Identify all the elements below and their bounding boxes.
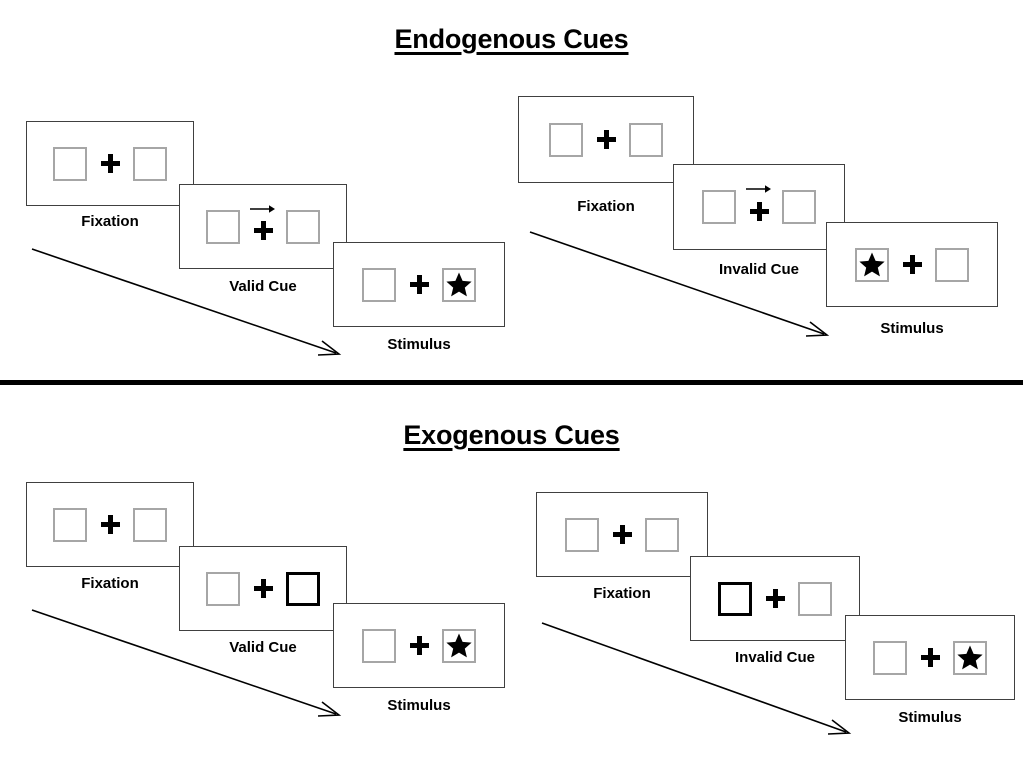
- fixation-cross-slot: [599, 512, 645, 558]
- section-exogenous: Exogenous Cues Fixation: [0, 387, 1023, 767]
- right-arrow-cue-icon: [746, 185, 771, 193]
- stimulus-box-right-cued: [286, 571, 320, 606]
- star-icon: [446, 272, 472, 297]
- panel-label-cue: Invalid Cue: [718, 261, 800, 278]
- plus-icon: [409, 275, 429, 294]
- flow-arrow-icon: [529, 231, 830, 337]
- plus-icon: [765, 589, 785, 608]
- plus-icon: [100, 515, 120, 534]
- panel-stimulus: [826, 222, 998, 307]
- stimulus-box-left: [53, 146, 87, 181]
- plus-icon: [920, 648, 940, 667]
- stimulus-box-left: [565, 517, 599, 552]
- stimulus-box-right: [133, 507, 167, 542]
- panel-fixation: [536, 492, 708, 577]
- panel-cue: [179, 184, 347, 269]
- stimulus-box-left: [206, 209, 240, 244]
- plus-icon: [253, 221, 273, 240]
- stimulus-box-right: [645, 517, 679, 552]
- right-arrow-cue-icon: [250, 204, 275, 213]
- stimulus-box-right: [629, 122, 663, 157]
- section-divider: [0, 380, 1023, 385]
- panel-label-stimulus: Stimulus: [387, 697, 451, 714]
- panel-label-fixation: Fixation: [577, 198, 635, 215]
- plus-icon: [100, 154, 120, 173]
- panel-cue: [690, 556, 860, 641]
- plus-icon: [612, 525, 632, 544]
- stimulus-box-right: [953, 640, 987, 675]
- panel-stimulus: [333, 603, 505, 688]
- star-icon: [957, 645, 983, 670]
- fixation-cross-slot: [736, 184, 782, 230]
- panel-stimulus: [333, 242, 505, 327]
- panel-label-cue: Valid Cue: [229, 278, 297, 295]
- stimulus-box-right: [442, 628, 476, 663]
- fixation-cross-slot: [240, 566, 286, 612]
- stimulus-box-left: [362, 267, 396, 302]
- flow-arrow-icon: [31, 248, 342, 356]
- fixation-cross-slot: [889, 242, 935, 288]
- panel-label-cue: Valid Cue: [229, 639, 297, 656]
- star-icon: [859, 252, 885, 277]
- plus-icon: [596, 130, 616, 149]
- stimulus-box-left: [873, 640, 907, 675]
- stimulus-box-left: [549, 122, 583, 157]
- panel-label-stimulus: Stimulus: [880, 320, 944, 337]
- stimulus-box-left: [362, 628, 396, 663]
- plus-icon: [749, 201, 769, 221]
- plus-icon: [253, 579, 273, 598]
- stimulus-box-right: [286, 209, 320, 244]
- plus-icon: [902, 255, 922, 274]
- panel-label-stimulus: Stimulus: [387, 336, 451, 353]
- fixation-cross-slot: [240, 204, 286, 250]
- panel-fixation: [26, 482, 194, 567]
- panel-label-fixation: Fixation: [593, 585, 651, 602]
- section-title-endogenous: Endogenous Cues: [394, 24, 629, 54]
- section-endogenous: Endogenous Cues Fixation: [0, 0, 1023, 382]
- stimulus-box-right: [133, 146, 167, 181]
- stimulus-box-left: [855, 247, 889, 282]
- stimulus-box-left: [702, 190, 736, 224]
- fixation-cross-slot: [396, 623, 442, 669]
- panel-label-cue: Invalid Cue: [734, 649, 816, 666]
- flow-arrow-icon: [541, 622, 852, 735]
- fixation-cross-slot: [87, 502, 133, 548]
- stimulus-box-right: [798, 581, 832, 616]
- fixation-cross-slot: [907, 635, 953, 681]
- panel-fixation: [518, 96, 694, 183]
- star-icon: [446, 633, 472, 658]
- panel-fixation: [26, 121, 194, 206]
- stimulus-box-left-cued: [718, 581, 752, 616]
- panel-label-stimulus: Stimulus: [898, 709, 962, 726]
- stimulus-box-right: [782, 190, 816, 224]
- fixation-cross-slot: [583, 117, 629, 163]
- stimulus-box-right: [442, 267, 476, 302]
- fixation-cross-slot: [752, 576, 798, 622]
- panel-label-fixation: Fixation: [81, 213, 139, 230]
- panel-label-fixation: Fixation: [81, 575, 139, 592]
- flow-arrow-icon: [31, 609, 342, 717]
- plus-icon: [409, 636, 429, 655]
- panel-cue: [673, 164, 845, 250]
- stimulus-box-left: [53, 507, 87, 542]
- section-title-exogenous: Exogenous Cues: [403, 420, 620, 450]
- fixation-cross-slot: [87, 141, 133, 187]
- stimulus-box-right: [935, 247, 969, 282]
- stimulus-box-left: [206, 571, 240, 606]
- panel-stimulus: [845, 615, 1015, 700]
- fixation-cross-slot: [396, 262, 442, 308]
- panel-cue: [179, 546, 347, 631]
